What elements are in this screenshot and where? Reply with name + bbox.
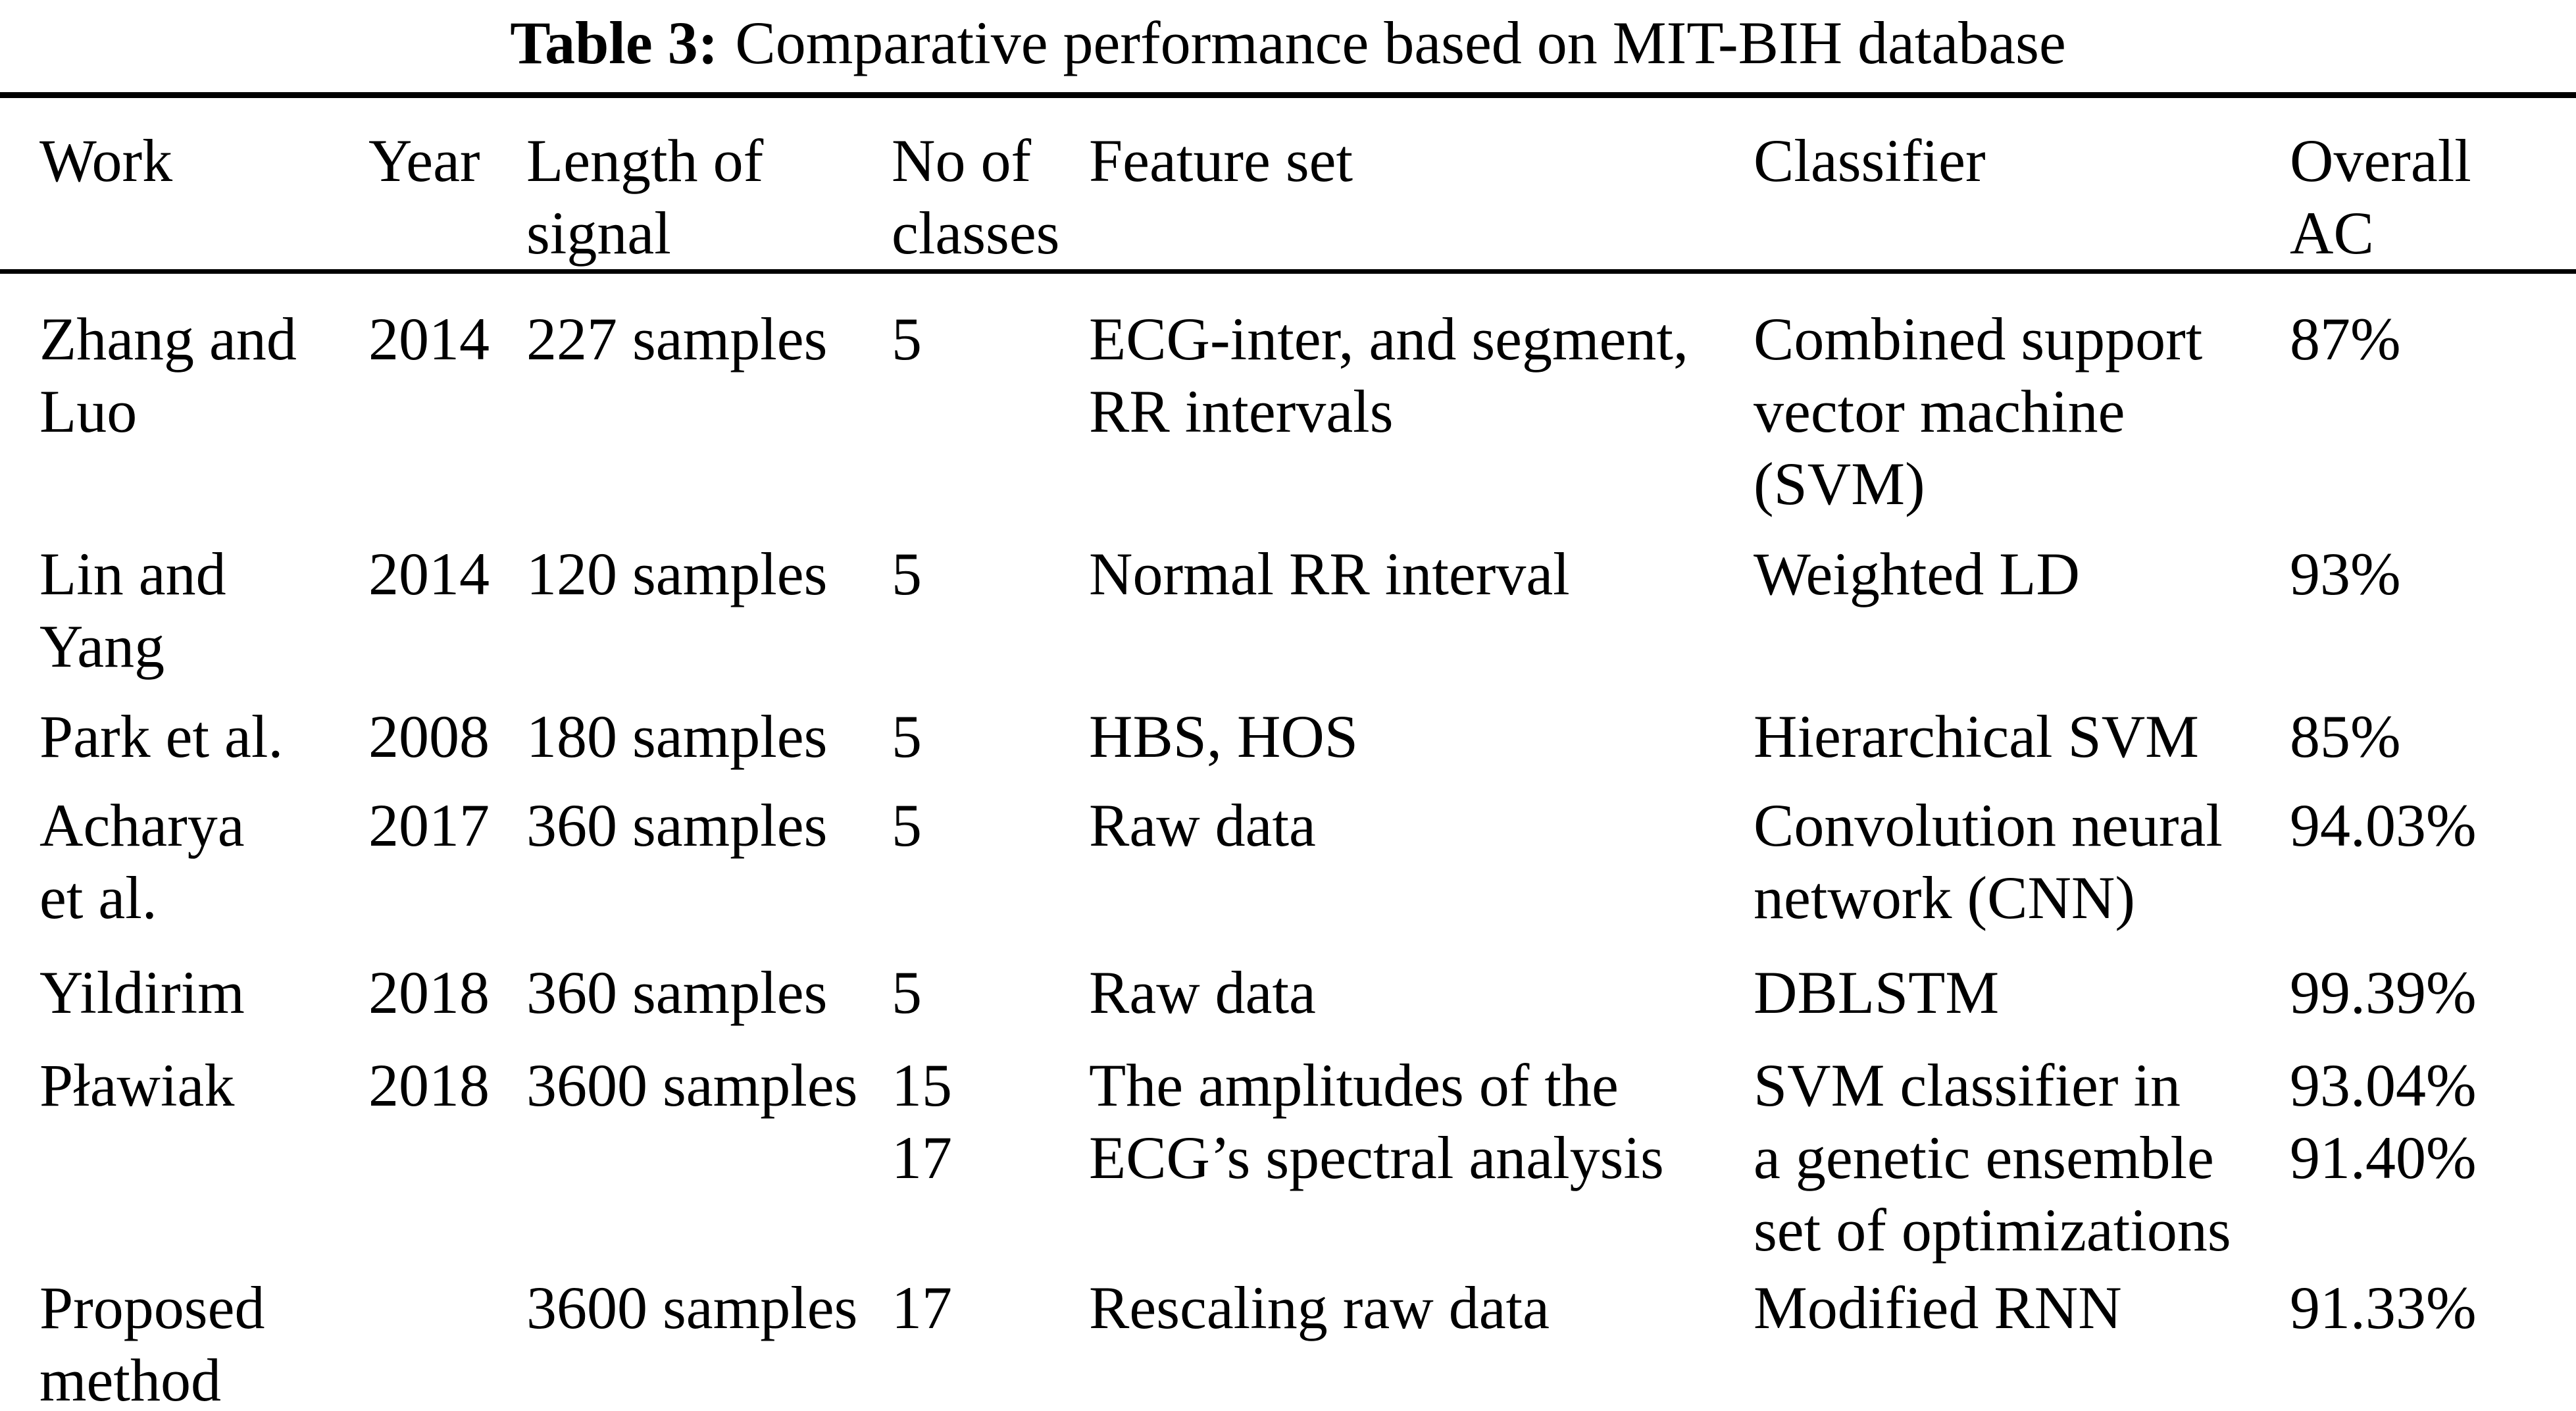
cell-features: Normal RR interval (1089, 540, 1570, 607)
cell-classifier: Combined support vector machine (SVM) (1754, 305, 2203, 517)
table-row: Pławiak 2018 3600 samples 15 17 The ampl… (0, 1049, 2576, 1271)
table-caption-text: Comparative performance based on MIT-BIH… (735, 9, 2066, 76)
table-row: Proposed method 3600 samples 17 Rescalin… (0, 1271, 2576, 1411)
cell-accuracy: 93.04% 91.40% (2290, 1052, 2477, 1191)
cell-accuracy: 91.33% (2290, 1274, 2477, 1341)
cell-classes: 5 (892, 792, 922, 859)
cell-work: Pławiak (39, 1052, 235, 1119)
cell-classifier: Weighted LD (1754, 540, 2080, 607)
cell-features: The amplitudes of the ECG’s spectral ana… (1089, 1052, 1664, 1191)
cell-accuracy: 94.03% (2290, 792, 2477, 859)
cell-year: 2018 (368, 959, 490, 1026)
cell-length: 227 samples (526, 305, 828, 372)
table-header-row: Work Year Length of signal No of classes… (0, 95, 2576, 274)
table-caption-label: Table 3: (510, 9, 719, 76)
header-classifier: Classifier (1754, 95, 2290, 274)
header-accuracy: Overall AC (2290, 95, 2576, 274)
comparison-table: Work Year Length of signal No of classes… (0, 92, 2576, 1411)
cell-work: Zhang and Luo (39, 305, 297, 445)
cell-classes: 17 (892, 1274, 952, 1341)
cell-features: ECG-inter, and segment, RR intervals (1089, 305, 1688, 445)
cell-classes: 5 (892, 703, 922, 770)
cell-classifier: SVM classifier in a genetic ensemble set… (1754, 1052, 2231, 1264)
cell-work: Acharya et al. (39, 792, 245, 931)
cell-accuracy: 93% (2290, 540, 2401, 607)
table-row: Yildirim 2018 360 samples 5 Raw data DBL… (0, 956, 2576, 1049)
table-row: Acharya et al. 2017 360 samples 5 Raw da… (0, 789, 2576, 956)
header-classes: No of classes (892, 95, 1089, 274)
cell-features: HBS, HOS (1089, 703, 1359, 770)
cell-classifier: Modified RNN (1754, 1274, 2122, 1341)
header-length: Length of signal (526, 95, 892, 274)
cell-year: 2017 (368, 792, 490, 859)
cell-year: 2014 (368, 540, 490, 607)
cell-classifier: Convolution neural network (CNN) (1754, 792, 2223, 931)
cell-accuracy: 99.39% (2290, 959, 2477, 1026)
cell-work: Lin and Yang (39, 540, 226, 680)
cell-year: 2014 (368, 305, 490, 372)
cell-features: Raw data (1089, 959, 1316, 1026)
cell-year (368, 1271, 526, 1411)
cell-work: Proposed method (39, 1274, 265, 1411)
table-row: Zhang and Luo 2014 227 samples 5 ECG-int… (0, 272, 2576, 538)
cell-accuracy: 85% (2290, 703, 2401, 770)
cell-year: 2018 (368, 1052, 490, 1119)
cell-classes: 5 (892, 305, 922, 372)
header-work: Work (0, 95, 368, 274)
cell-length: 3600 samples (526, 1274, 858, 1341)
header-year: Year (368, 95, 526, 274)
table-row: Lin and Yang 2014 120 samples 5 Normal R… (0, 538, 2576, 700)
table-row: Park et al. 2008 180 samples 5 HBS, HOS … (0, 700, 2576, 789)
cell-length: 180 samples (526, 703, 828, 770)
cell-length: 360 samples (526, 959, 828, 1026)
cell-features: Raw data (1089, 792, 1316, 859)
cell-accuracy: 87% (2290, 305, 2401, 372)
cell-length: 120 samples (526, 540, 828, 607)
cell-classes: 15 17 (892, 1052, 952, 1191)
cell-length: 3600 samples (526, 1052, 858, 1119)
cell-work: Park et al. (39, 703, 284, 770)
cell-classifier: DBLSTM (1754, 959, 2000, 1026)
cell-classes: 5 (892, 540, 922, 607)
cell-classifier: Hierarchical SVM (1754, 703, 2199, 770)
cell-work: Yildirim (39, 959, 245, 1026)
table-caption: Table 3:Comparative performance based on… (0, 0, 2576, 79)
cell-classes: 5 (892, 959, 922, 1026)
cell-features: Rescaling raw data (1089, 1274, 1550, 1341)
cell-length: 360 samples (526, 792, 828, 859)
header-features: Feature set (1089, 95, 1754, 274)
cell-year: 2008 (368, 703, 490, 770)
